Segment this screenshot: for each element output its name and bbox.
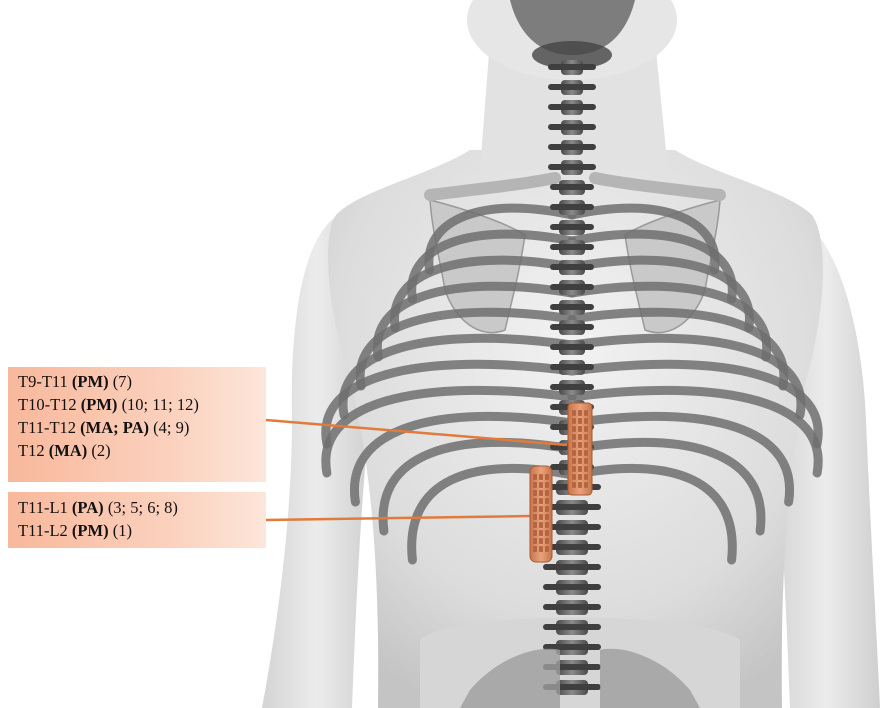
lead-contact: [578, 410, 582, 416]
lead-contact: [539, 514, 543, 520]
label-line: T9-T11 (PM) (7): [18, 370, 256, 393]
lead-contact: [539, 530, 543, 536]
lead-contact: [545, 538, 549, 544]
lead-contact: [539, 482, 543, 488]
lead-contact: [539, 538, 543, 544]
transverse-process: [550, 344, 594, 350]
lead-contact: [572, 474, 576, 480]
transverse-process: [543, 604, 601, 610]
upper-paddle-lead: [568, 403, 592, 495]
transverse-process: [548, 104, 596, 110]
lead-contact: [578, 466, 582, 472]
lead-contact: [539, 522, 543, 528]
lead-contact: [572, 466, 576, 472]
transverse-process: [550, 184, 594, 190]
lower-paddle-lead: [530, 466, 552, 562]
lead-contact: [533, 498, 537, 504]
lead-contact: [584, 434, 588, 440]
transverse-process: [548, 64, 596, 70]
lead-contact: [539, 546, 543, 552]
upper-label-box: T9-T11 (PM) (7) T10-T12 (PM) (10; 11; 12…: [8, 367, 266, 482]
transverse-process: [548, 164, 596, 170]
lead-contact: [539, 490, 543, 496]
lead-contact: [545, 546, 549, 552]
lead-contact: [539, 506, 543, 512]
lead-contact: [584, 466, 588, 472]
lead-contact: [578, 474, 582, 480]
lead-contact: [533, 506, 537, 512]
transverse-process: [543, 584, 601, 590]
lead-contact: [572, 450, 576, 456]
label-line: T11-L1 (PA) (3; 5; 6; 8): [18, 496, 256, 519]
lead-contact: [539, 474, 543, 480]
lead-contact: [533, 482, 537, 488]
label-line: T10-T12 (PM) (10; 11; 12): [18, 393, 256, 416]
lead-contact: [578, 450, 582, 456]
lead-contact: [584, 450, 588, 456]
lead-contact: [578, 482, 582, 488]
lead-contact: [572, 482, 576, 488]
lead-contact: [578, 418, 582, 424]
lead-contact: [584, 482, 588, 488]
lead-contact: [584, 426, 588, 432]
lead-contact: [578, 458, 582, 464]
transverse-process: [548, 84, 596, 90]
transverse-process: [550, 384, 594, 390]
lead-contact: [584, 410, 588, 416]
lead-contact: [572, 458, 576, 464]
lead-contact: [545, 498, 549, 504]
lead-contact: [572, 426, 576, 432]
transverse-process: [550, 264, 594, 270]
lead-contact: [572, 442, 576, 448]
lead-contact: [533, 490, 537, 496]
lead-contact: [533, 514, 537, 520]
lead-contact: [578, 442, 582, 448]
lead-contact: [584, 458, 588, 464]
lead-contact: [584, 474, 588, 480]
lead-contact: [572, 410, 576, 416]
transverse-process: [550, 304, 594, 310]
transverse-process: [550, 224, 594, 230]
lead-contact: [545, 474, 549, 480]
lead-contact: [533, 546, 537, 552]
transverse-process: [543, 564, 601, 570]
lead-contact: [572, 418, 576, 424]
transverse-process: [550, 244, 594, 250]
lower-label-box: T11-L1 (PA) (3; 5; 6; 8) T11-L2 (PM) (1): [8, 492, 266, 548]
lead-contact: [545, 490, 549, 496]
lead-contact: [572, 434, 576, 440]
label-line: T11-L2 (PM) (1): [18, 519, 256, 542]
lead-contact: [578, 426, 582, 432]
lead-contact: [533, 474, 537, 480]
label-line: T12 (MA) (2): [18, 439, 256, 462]
lead-contact: [578, 434, 582, 440]
lead-contact: [545, 522, 549, 528]
lead-contact: [584, 418, 588, 424]
lead-contact: [533, 538, 537, 544]
transverse-process: [550, 324, 594, 330]
lead-contact: [533, 530, 537, 536]
lead-contact: [533, 522, 537, 528]
transverse-process: [550, 204, 594, 210]
lead-contact: [539, 498, 543, 504]
lead-contact: [545, 514, 549, 520]
lead-contact: [545, 482, 549, 488]
label-line: T11-T12 (MA; PA) (4; 9): [18, 416, 256, 439]
transverse-process: [550, 284, 594, 290]
transverse-process: [548, 144, 596, 150]
lead-contact: [545, 530, 549, 536]
lead-contact: [545, 506, 549, 512]
transverse-process: [548, 124, 596, 130]
transverse-process: [543, 624, 601, 630]
lead-contact: [584, 442, 588, 448]
transverse-process: [550, 364, 594, 370]
